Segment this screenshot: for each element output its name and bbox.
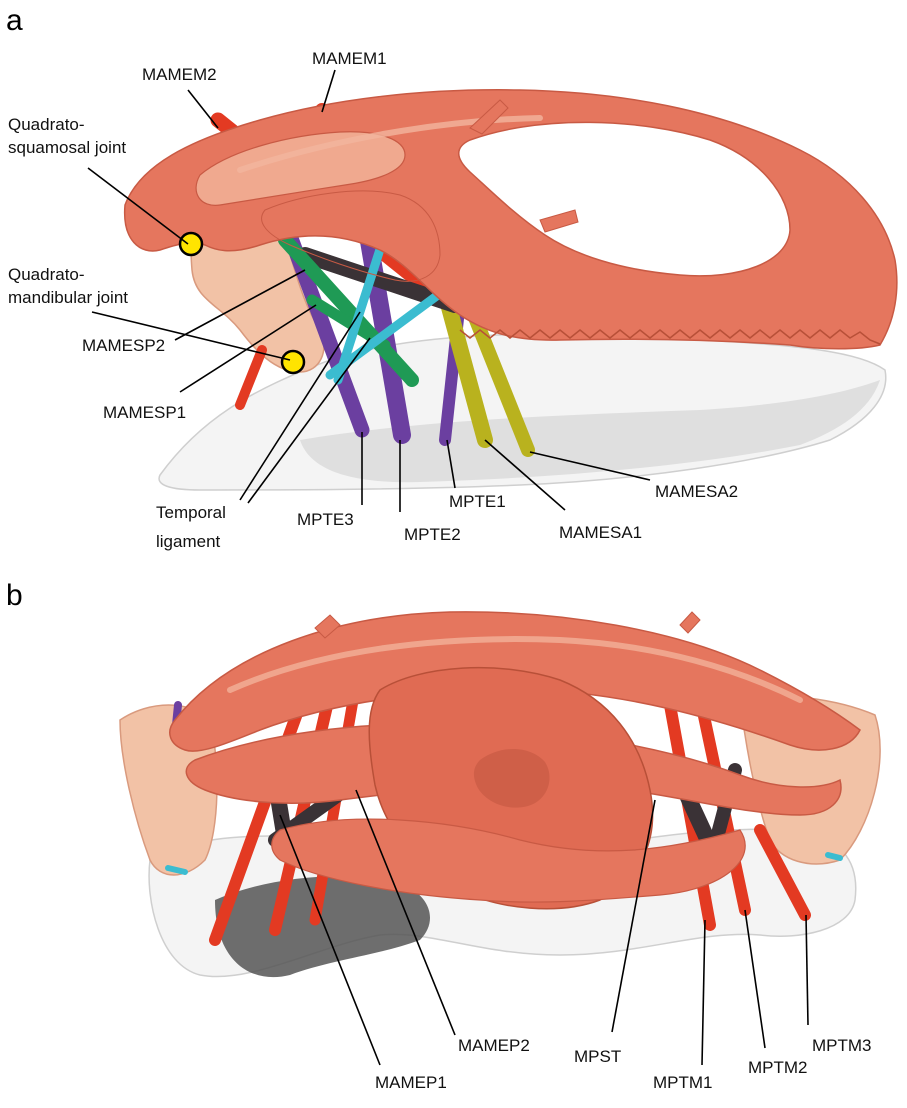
label-mptm3: MPTM3: [812, 1036, 872, 1055]
panel-b: b: [6, 579, 880, 1092]
label-mamem2: MAMEM2: [142, 65, 217, 84]
label-mamesa1: MAMESA1: [559, 523, 642, 542]
label-temporal-line1: Temporal: [156, 503, 226, 522]
label-mamep2: MAMEP2: [458, 1036, 530, 1055]
panel-a: a: [6, 4, 897, 551]
panel-letter-a: a: [6, 4, 23, 37]
label-mamesp1: MAMESP1: [103, 403, 186, 422]
label-qs-joint-line1: Quadrato-: [8, 115, 85, 134]
label-mamesp2: MAMESP2: [82, 336, 165, 355]
skull-b-spine-right: [680, 612, 700, 633]
label-qm-joint-line1: Quadrato-: [8, 265, 85, 284]
panel-letter-b: b: [6, 579, 23, 612]
label-mptm2: MPTM2: [748, 1058, 808, 1077]
label-qs-joint-line2: squamosal joint: [8, 138, 126, 157]
quadrato-squamosal-joint-marker: [180, 233, 202, 255]
label-mpte3: MPTE3: [297, 510, 354, 529]
label-temporal-line2: ligament: [156, 532, 221, 551]
muscle-cyan-b-left: [168, 868, 185, 872]
label-qm-joint-line2: mandibular joint: [8, 288, 128, 307]
label-mpte2: MPTE2: [404, 525, 461, 544]
label-mptm1: MPTM1: [653, 1073, 713, 1092]
quadrato-mandibular-joint-marker: [282, 351, 304, 373]
label-mpst: MPST: [574, 1047, 621, 1066]
label-mamem1: MAMEM1: [312, 49, 387, 68]
muscle-cyan-b-right: [828, 855, 840, 858]
label-mamesa2: MAMESA2: [655, 482, 738, 501]
label-mpte1: MPTE1: [449, 492, 506, 511]
label-mamep1: MAMEP1: [375, 1073, 447, 1092]
